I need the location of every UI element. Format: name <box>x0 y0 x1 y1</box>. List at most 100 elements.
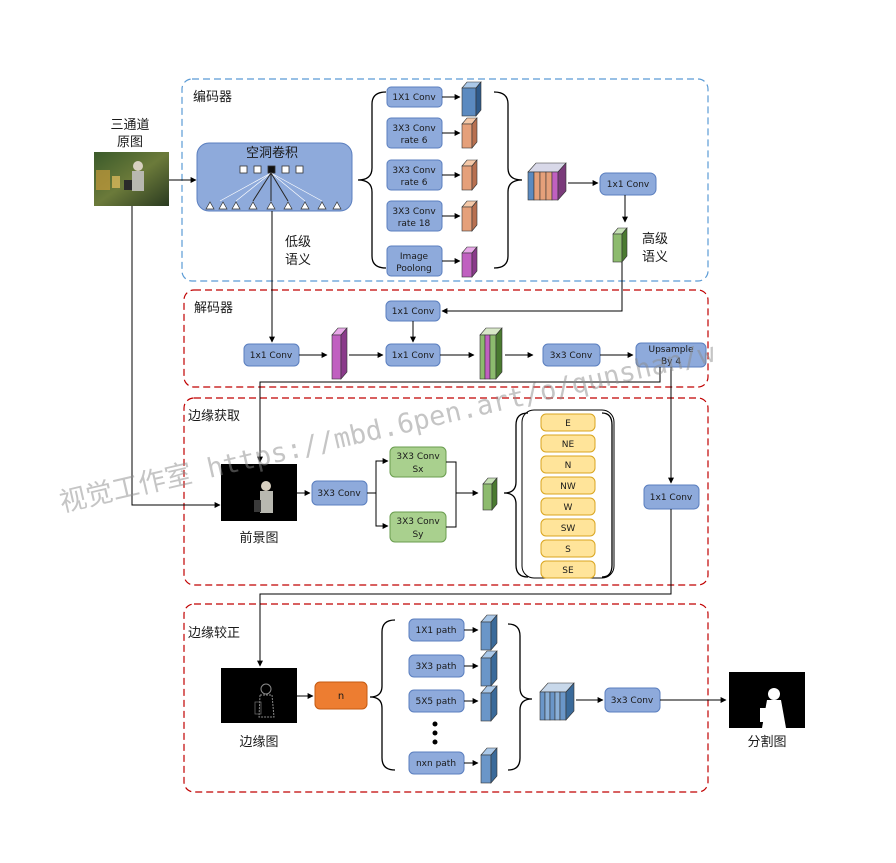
svg-text:3X3 Conv: 3X3 Conv <box>392 207 436 217</box>
svg-text:Upsample: Upsample <box>648 345 693 355</box>
branch-feature-4 <box>461 200 478 232</box>
svg-text:SW: SW <box>561 524 576 534</box>
n-box: n <box>314 681 368 710</box>
edge-correction-title: 边缘较正 <box>188 626 240 641</box>
aspp-branch-image-pooling: Image Poolong <box>386 245 443 277</box>
high-level-feature <box>612 227 628 263</box>
direction-box-se: SE <box>540 560 596 579</box>
svg-text:3X3 Conv: 3X3 Conv <box>396 452 440 462</box>
segmentation-label: 分割图 <box>747 734 786 750</box>
decoder-concat-feature <box>479 327 503 380</box>
decoder-high-1x1-conv: 1x1 Conv <box>385 300 441 322</box>
decoder-section <box>183 289 709 388</box>
path-1x1: 1X1 path <box>408 618 465 642</box>
svg-text:By 4: By 4 <box>661 357 681 367</box>
svg-text:1x1 Conv: 1x1 Conv <box>607 180 650 190</box>
encoder-title: 编码器 <box>193 90 232 105</box>
svg-text:3X3 Conv: 3X3 Conv <box>392 166 436 176</box>
aspp-branch-rate6-a: 3X3 Conv rate 6 <box>386 117 443 149</box>
high-level-label-1: 高级 <box>642 231 668 247</box>
branch-feature-1 <box>461 81 482 117</box>
svg-text:rate 6: rate 6 <box>401 178 428 188</box>
input-label-line1: 三通道 <box>110 118 149 133</box>
svg-text:5X5 path: 5X5 path <box>416 697 457 707</box>
final-3x3-conv: 3x3 Conv <box>604 687 661 713</box>
path-feature-4 <box>480 747 498 784</box>
direction-left-brace <box>503 412 529 578</box>
svg-text:3X3 Conv: 3X3 Conv <box>392 124 436 134</box>
decoder-low-1x1-conv: 1x1 Conv <box>243 343 300 367</box>
encoder-1x1-conv: 1x1 Conv <box>599 172 657 196</box>
svg-text:1x1 Conv: 1x1 Conv <box>392 307 435 317</box>
branch-feature-5 <box>461 246 478 278</box>
svg-text:S: S <box>565 545 571 555</box>
svg-text:3x3 Conv: 3x3 Conv <box>611 696 654 706</box>
edge-side-1x1-conv: 1x1 Conv <box>643 484 700 510</box>
high-level-label-2: 语义 <box>642 250 668 265</box>
path-right-brace <box>507 623 533 771</box>
low-level-label-1: 低级 <box>285 235 311 250</box>
direction-right-brace <box>601 412 613 578</box>
foreground-label: 前景图 <box>239 530 278 546</box>
aspp-branch-1x1: 1X1 Conv <box>386 86 443 108</box>
svg-text:1X1 Conv: 1X1 Conv <box>392 93 436 103</box>
svg-text:NE: NE <box>562 440 575 450</box>
decoder-3x3-conv: 3x3 Conv <box>542 343 601 367</box>
path-nxn: nxn path <box>408 751 465 775</box>
svg-text:nxn path: nxn path <box>416 759 456 769</box>
direction-box-sw: SW <box>540 518 596 537</box>
low-level-label-2: 语义 <box>285 253 311 268</box>
svg-text:3X3 Conv: 3X3 Conv <box>317 489 361 499</box>
svg-text:Image: Image <box>400 252 429 262</box>
concat-feature-stack <box>527 162 567 201</box>
edge-map-label: 边缘图 <box>239 735 278 750</box>
svg-text:Sx: Sx <box>412 465 424 475</box>
branch-feature-2 <box>461 117 478 149</box>
svg-text:n: n <box>338 691 344 702</box>
svg-text:3X3 path: 3X3 path <box>416 662 457 672</box>
path-feature-1 <box>480 614 498 651</box>
sobel-x-conv: 3X3 Conv Sx <box>389 446 447 478</box>
path-concat-stack <box>539 682 575 721</box>
decoder-fuse-1x1-conv: 1x1 Conv <box>385 343 441 367</box>
path-feature-2 <box>480 650 498 687</box>
svg-text:3X3 Conv: 3X3 Conv <box>396 517 440 527</box>
path-ellipsis <box>432 721 438 745</box>
decoder-low-feature <box>331 327 348 380</box>
sobel-y-conv: 3X3 Conv Sy <box>389 511 447 543</box>
svg-text:3x3 Conv: 3x3 Conv <box>550 351 593 361</box>
aspp-branch-rate18: 3X3 Conv rate 18 <box>386 200 443 232</box>
svg-text:Poolong: Poolong <box>396 264 432 274</box>
svg-text:N: N <box>565 461 572 471</box>
svg-text:1x1 Conv: 1x1 Conv <box>250 351 293 361</box>
direction-box-n: N <box>540 455 596 474</box>
input-image <box>94 152 169 206</box>
direction-box-ne: NE <box>540 434 596 453</box>
foreground-image <box>221 464 297 521</box>
svg-text:rate 6: rate 6 <box>401 136 428 146</box>
svg-text:E: E <box>565 419 571 429</box>
encoder-right-brace <box>493 91 523 269</box>
direction-box-e: E <box>540 413 596 432</box>
path-left-brace <box>369 619 396 771</box>
direction-box-nw: NW <box>540 476 596 495</box>
edge-3x3-conv: 3X3 Conv <box>311 480 368 506</box>
aspp-branch-rate6-b: 3X3 Conv rate 6 <box>386 159 443 191</box>
svg-text:rate 18: rate 18 <box>398 219 431 229</box>
svg-text:1X1 path: 1X1 path <box>416 626 457 636</box>
segmentation-output <box>729 672 805 728</box>
path-feature-3 <box>480 685 498 722</box>
branch-feature-3 <box>461 159 478 191</box>
svg-text:W: W <box>564 503 573 513</box>
edge-feature <box>482 477 498 511</box>
path-3x3: 3X3 path <box>408 654 465 678</box>
svg-text:SE: SE <box>562 566 574 576</box>
svg-text:1x1 Conv: 1x1 Conv <box>650 493 693 503</box>
direction-box-w: W <box>540 497 596 516</box>
input-label-line2: 原图 <box>117 135 143 150</box>
path-5x5: 5X5 path <box>408 689 465 713</box>
edge-extraction-title: 边缘获取 <box>188 409 240 424</box>
edge-map-image <box>221 668 297 723</box>
encoder-left-brace <box>357 91 387 269</box>
